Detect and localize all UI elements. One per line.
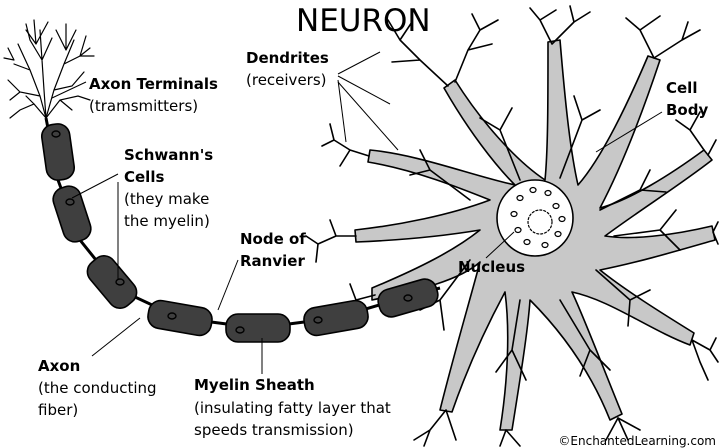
leader-node-of-ranvier	[218, 260, 238, 310]
schwanns-cells-label-line2: Cells	[124, 166, 164, 188]
myelin-sheath-label: Myelin Sheath	[194, 374, 315, 396]
myelin-segment	[83, 251, 142, 313]
dendrites-label: Dendrites	[246, 47, 329, 69]
leader-axon-terminals	[52, 82, 86, 98]
myelin-segment	[50, 183, 94, 245]
schwanns-cells-note-line2: the myelin)	[124, 210, 210, 232]
cell-body-label-line1: Cell	[666, 77, 697, 99]
axon-label: Axon	[38, 355, 80, 377]
diagram-title: NEURON	[296, 2, 431, 40]
axon-terminals-label: Axon Terminals	[89, 73, 218, 95]
leader-dendrites-1	[338, 52, 380, 74]
nucleus-label: Nucleus	[458, 256, 525, 278]
myelin-segment	[146, 299, 214, 338]
axon-note-line1: (the conducting	[38, 377, 157, 399]
copyright-credit: ©EnchantedLearning.com	[558, 434, 716, 448]
myelin-sheath-note-line1: (insulating fatty layer that	[194, 397, 391, 419]
myelin-segment	[302, 299, 370, 338]
nucleus-shape	[497, 180, 573, 256]
axon-terminals-note: (tramsmitters)	[89, 95, 198, 117]
dendrites-note: (receivers)	[246, 69, 327, 91]
leader-dendrites-2	[338, 76, 390, 104]
axon-terminals-shape	[4, 20, 94, 118]
leader-schwann-upper	[72, 174, 118, 198]
leader-axon	[92, 318, 140, 356]
node-of-ranvier-label-line1: Node of	[240, 228, 306, 250]
node-of-ranvier-label-line2: Ranvier	[240, 250, 305, 272]
myelin-segment	[226, 314, 290, 342]
schwanns-cells-note-line1: (they make	[124, 188, 209, 210]
schwanns-cells-label-line1: Schwann's	[124, 144, 213, 166]
cell-body-label-line2: Body	[666, 99, 708, 121]
myelin-sheath-note-line2: speeds transmission)	[194, 419, 354, 441]
cell-body-and-dendrites	[306, 6, 718, 446]
axon-note-line2: fiber)	[38, 399, 78, 421]
